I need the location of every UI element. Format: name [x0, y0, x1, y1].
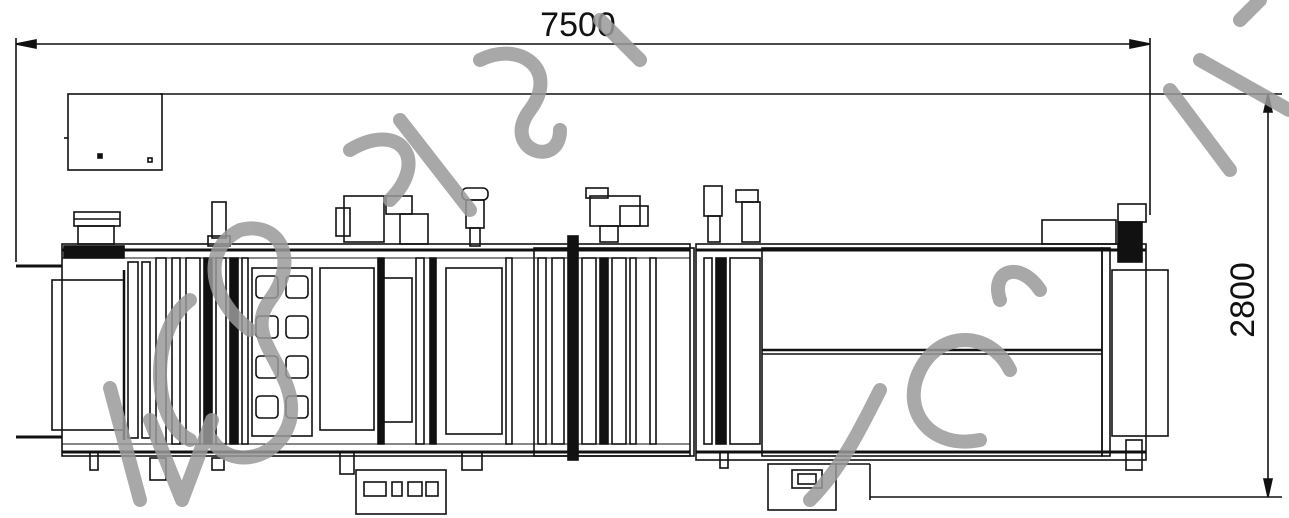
inlet-cables	[16, 264, 62, 439]
folding-section	[533, 187, 695, 461]
width-dimension-label: 2800	[1224, 262, 1262, 338]
unwind-motor	[63, 211, 125, 259]
control-panel-left	[355, 469, 447, 515]
machine-frame-right	[695, 185, 1147, 461]
middle-stations	[319, 187, 513, 475]
length-dimension	[15, 38, 1151, 262]
electrical-cabinet	[64, 93, 163, 171]
unwind-roll	[51, 261, 151, 440]
watermark	[103, 0, 1289, 507]
width-dimension	[160, 93, 1282, 498]
